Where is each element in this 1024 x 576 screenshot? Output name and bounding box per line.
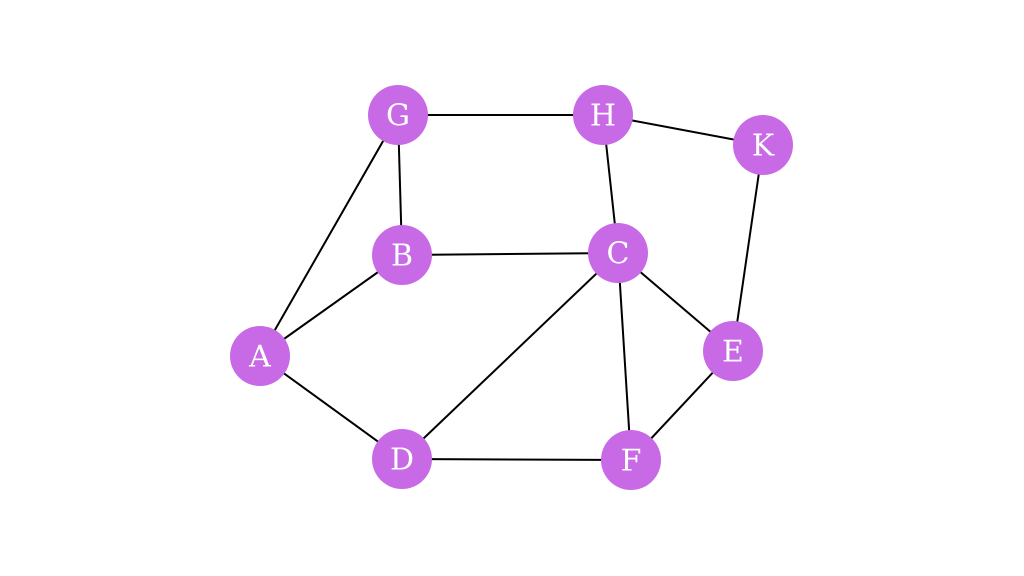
edge-B-C (401, 252, 619, 256)
node-B: B (372, 225, 432, 285)
node-A: A (230, 326, 290, 386)
node-label: C (607, 237, 630, 272)
node-circle (372, 429, 432, 489)
node-label: K (752, 129, 775, 164)
node-circle (601, 430, 661, 490)
node-circle (733, 115, 793, 175)
node-label: E (722, 335, 744, 370)
edge-G-A (259, 114, 399, 357)
edge-C-D (401, 252, 619, 460)
node-circle (372, 225, 432, 285)
node-G: G (368, 85, 428, 145)
node-label: F (621, 444, 642, 479)
node-label: A (248, 340, 271, 375)
node-label: H (590, 99, 616, 134)
node-E: E (703, 321, 763, 381)
edge-C-F (617, 252, 632, 461)
node-circle (573, 85, 633, 145)
node-circle (703, 321, 763, 381)
node-H: H (573, 85, 633, 145)
edge-D-F (401, 458, 632, 461)
edge-K-E (732, 144, 764, 352)
node-label: B (391, 239, 413, 274)
node-label: D (390, 443, 414, 478)
node-circle (230, 326, 290, 386)
node-F: F (601, 430, 661, 490)
node-label: G (386, 99, 410, 134)
node-C: C (588, 223, 648, 283)
node-K: K (733, 115, 793, 175)
node-circle (368, 85, 428, 145)
node-circle (588, 223, 648, 283)
node-D: D (372, 429, 432, 489)
